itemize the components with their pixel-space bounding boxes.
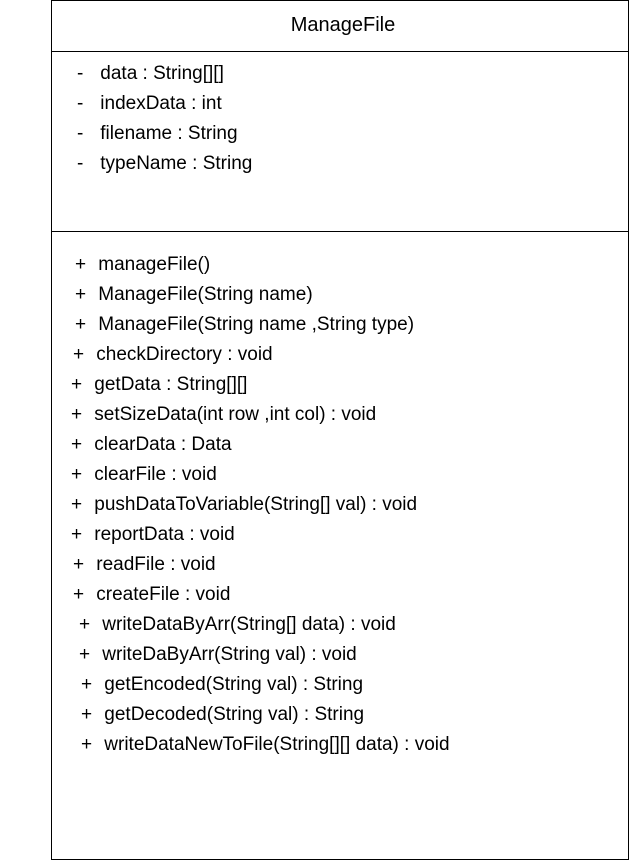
visibility-marker: - — [77, 63, 84, 84]
operation-row-text: manageFile() — [98, 254, 211, 275]
operation-row-text: ManageFile(String name) — [98, 284, 313, 305]
operation-row-text: getEncoded(String val) : String — [104, 674, 364, 695]
operation-row-text: clearFile : void — [94, 464, 217, 485]
attribute-row-text: typeName : String — [100, 153, 253, 174]
operation-row: + clearFile : void — [52, 460, 628, 490]
visibility-marker: + — [75, 254, 87, 275]
name-divider — [52, 51, 628, 52]
operation-row: + ManageFile(String name ,String type) — [52, 310, 628, 340]
visibility-marker: + — [81, 704, 93, 725]
operation-row: + getDecoded(String val) : String — [52, 700, 628, 730]
operation-row-text: setSizeData(int row ,int col) : void — [94, 404, 377, 425]
visibility-marker: + — [71, 404, 83, 425]
operation-row: + readFile : void — [52, 550, 628, 580]
attributes-section: - data : String[][]- indexData : int- fi… — [52, 59, 628, 179]
operation-row: + pushDataToVariable(String[] val) : voi… — [52, 490, 628, 520]
attribute-row: - data : String[][] — [52, 59, 628, 89]
operation-row: + reportData : void — [52, 520, 628, 550]
operation-row: + setSizeData(int row ,int col) : void — [52, 400, 628, 430]
visibility-marker: + — [71, 494, 83, 515]
operation-row-text: reportData : void — [94, 524, 235, 545]
visibility-marker: + — [73, 584, 85, 605]
operation-row-text: ManageFile(String name ,String type) — [98, 314, 415, 335]
attribute-row: - typeName : String — [52, 149, 628, 179]
operation-row: + writeDataNewToFile(String[][] data) : … — [52, 730, 628, 760]
operation-row: + writeDaByArr(String val) : void — [52, 640, 628, 670]
visibility-marker: + — [79, 644, 91, 665]
visibility-marker: - — [77, 93, 84, 114]
visibility-marker: - — [77, 123, 84, 144]
operation-row-text: writeDataNewToFile(String[][] data) : vo… — [104, 734, 450, 755]
class-name: ManageFile — [290, 14, 396, 36]
visibility-marker: + — [81, 674, 93, 695]
operation-row: + clearData : Data — [52, 430, 628, 460]
operation-row-text: writeDataByArr(String[] data) : void — [102, 614, 396, 635]
operation-row-text: getDecoded(String val) : String — [104, 704, 365, 725]
visibility-marker: - — [77, 153, 84, 174]
visibility-marker: + — [81, 734, 93, 755]
attribute-row: - filename : String — [52, 119, 628, 149]
attributes-divider — [52, 231, 628, 232]
operation-row: + checkDirectory : void — [52, 340, 628, 370]
visibility-marker: + — [75, 314, 87, 335]
visibility-marker: + — [79, 614, 91, 635]
attribute-row-text: data : String[][] — [100, 63, 224, 84]
visibility-marker: + — [75, 284, 87, 305]
operation-row: + writeDataByArr(String[] data) : void — [52, 610, 628, 640]
operation-row: + createFile : void — [52, 580, 628, 610]
uml-class-box: ManageFile - data : String[][]- indexDat… — [51, 0, 629, 860]
visibility-marker: + — [71, 524, 83, 545]
operation-row-text: checkDirectory : void — [96, 344, 273, 365]
operation-row-text: getData : String[][] — [94, 374, 248, 395]
attribute-row-text: filename : String — [100, 123, 238, 144]
visibility-marker: + — [73, 344, 85, 365]
operations-section: + manageFile()+ ManageFile(String name)+… — [52, 250, 628, 760]
operation-row-text: pushDataToVariable(String[] val) : void — [94, 494, 418, 515]
visibility-marker: + — [71, 434, 83, 455]
operation-row: + getEncoded(String val) : String — [52, 670, 628, 700]
attribute-row-text: indexData : int — [100, 93, 222, 114]
visibility-marker: + — [71, 374, 83, 395]
operation-row: + ManageFile(String name) — [52, 280, 628, 310]
operation-row: + getData : String[][] — [52, 370, 628, 400]
attribute-row: - indexData : int — [52, 89, 628, 119]
operation-row-text: readFile : void — [96, 554, 216, 575]
visibility-marker: + — [73, 554, 85, 575]
operation-row-text: createFile : void — [96, 584, 231, 605]
visibility-marker: + — [71, 464, 83, 485]
operation-row-text: writeDaByArr(String val) : void — [102, 644, 357, 665]
operation-row-text: clearData : Data — [94, 434, 232, 455]
operation-row: + manageFile() — [52, 250, 628, 280]
